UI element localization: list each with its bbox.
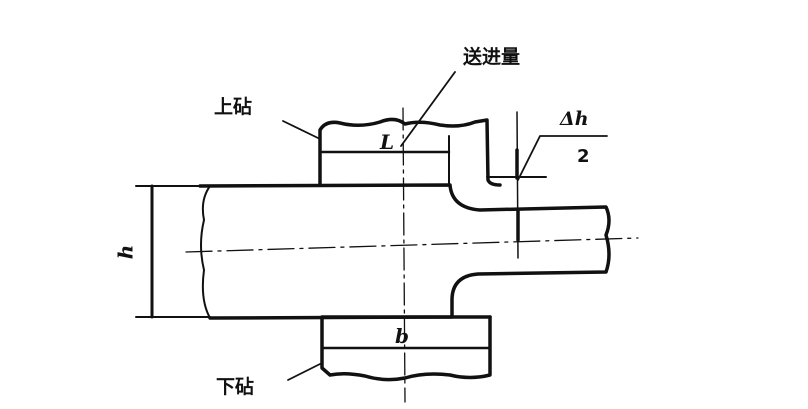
- height-label: h: [113, 244, 138, 260]
- upper-anvil-label: 上砧: [214, 96, 253, 118]
- workpiece-break-left: [200, 185, 211, 319]
- upper-anvil: [318, 117, 502, 187]
- anvil-width-label: b: [395, 324, 409, 348]
- vertical-centerline: [402, 107, 406, 403]
- horizontal-centerline: [185, 237, 639, 253]
- feed-label: 送进量: [463, 46, 521, 68]
- leader-lower-anvil: [287, 363, 321, 381]
- leader-upper-anvil: [282, 120, 319, 139]
- delta-h-numerator: Δh: [560, 108, 589, 130]
- feed-length-label: L: [380, 130, 395, 154]
- leader-delta-h: [517, 135, 608, 181]
- leader-feed: [400, 71, 456, 147]
- workpiece-outline: [198, 183, 611, 320]
- delta-h-denominator: 2: [577, 146, 590, 167]
- lower-anvil: [320, 315, 492, 382]
- lower-anvil-label: 下砧: [216, 376, 255, 398]
